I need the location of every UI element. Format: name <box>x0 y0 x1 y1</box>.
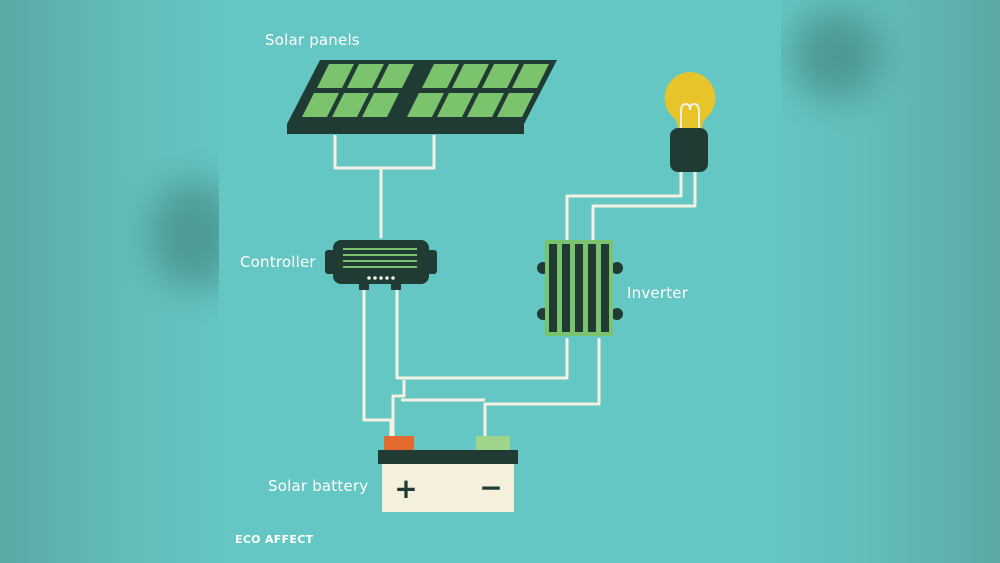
label-solar-panels: Solar panels <box>265 31 360 49</box>
inverter <box>537 240 623 336</box>
controller-leds <box>367 276 395 280</box>
background-blur-right <box>780 0 1000 563</box>
background-blob <box>790 10 880 100</box>
controller <box>325 240 437 290</box>
solar-panels <box>287 60 557 134</box>
battery-positive-terminal <box>384 436 414 450</box>
inverter-to-battery-wire-negative <box>483 338 601 438</box>
battery-negative-terminal <box>476 436 510 450</box>
background-blur-left <box>0 0 220 563</box>
inverter-to-bulb-wire-a <box>565 170 683 240</box>
inverter-wire-a <box>395 288 569 380</box>
label-inverter: Inverter <box>627 284 689 302</box>
controller-to-battery-wire-positive <box>362 288 393 438</box>
brand-logo-text: ECO AFFECT <box>235 533 314 546</box>
inverter-fins <box>549 244 609 332</box>
label-controller: Controller <box>240 253 316 271</box>
battery-positive-link <box>391 380 406 438</box>
panel-cells <box>302 64 549 117</box>
label-solar-battery: Solar battery <box>268 477 369 495</box>
solar-battery: + − <box>378 436 518 512</box>
light-bulb <box>664 72 716 172</box>
controller-vents <box>343 248 417 268</box>
inverter-to-bulb-wire-b <box>591 170 697 240</box>
battery-minus-sign: − <box>479 471 502 504</box>
solar-system-diagram: + − <box>287 60 716 512</box>
wires <box>333 135 697 438</box>
diagram-canvas: + − Solar panels Controller Inverter Sol… <box>219 0 781 563</box>
battery-plus-sign: + <box>394 472 417 505</box>
panel-wire-loop <box>333 135 436 170</box>
